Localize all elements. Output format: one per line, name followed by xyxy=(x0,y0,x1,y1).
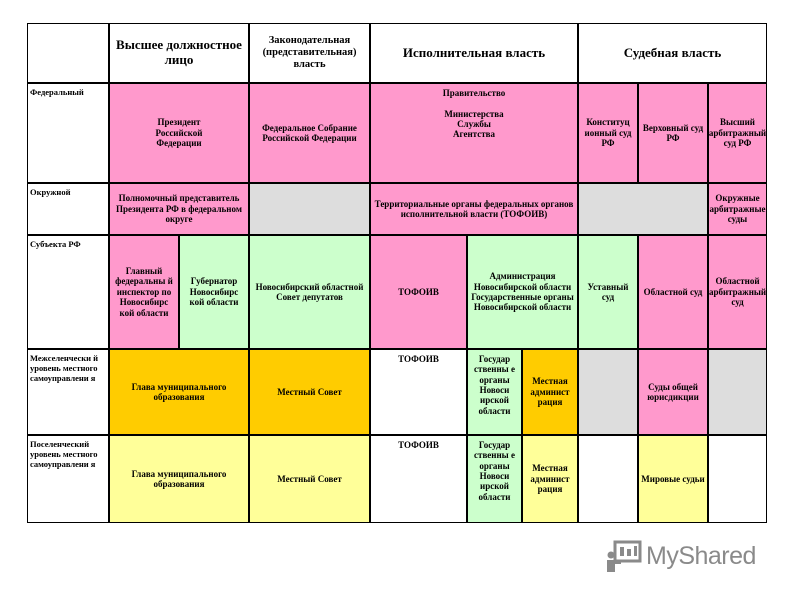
row-label-settlement: Поселенческий уровень местного самоуправ… xyxy=(27,435,109,523)
intersettlement-municipal-head: Глава муниципального образования xyxy=(109,349,249,435)
power-structure-table: Высшее должностное лицо Законодательная … xyxy=(27,23,767,523)
federal-government: Правительство Министерства Службы Агентс… xyxy=(370,83,578,183)
intersettlement-local-administration: Местная админист рация xyxy=(522,349,578,435)
subject-administration: Администрация Новосибирской области Госу… xyxy=(467,235,578,349)
district-tofoiv: Территориальные органы федеральных орган… xyxy=(370,183,578,235)
subject-regional-court: Областной суд xyxy=(638,235,708,349)
header-corner xyxy=(27,23,109,83)
settlement-state-bodies: Государ ственны е органы Новоси ирской о… xyxy=(467,435,522,523)
header-judicial: Судебная власть xyxy=(578,23,767,83)
myshared-logo[interactable]: MyShared xyxy=(606,536,766,576)
header-highest-official: Высшее должностное лицо xyxy=(109,23,249,83)
district-envoy: Полномочный представитель Президента РФ … xyxy=(109,183,249,235)
subject-tofoiv: ТОФОИВ xyxy=(370,235,467,349)
intersettlement-local-council: Местный Совет xyxy=(249,349,370,435)
intersettlement-tofoiv: ТОФОИВ xyxy=(370,349,467,435)
logo-text: MyShared xyxy=(646,541,756,570)
district-arbitration-courts: Окружные арбитражные суды xyxy=(708,183,767,235)
intersettlement-state-bodies: Государ ственны е органы Новоси ирской о… xyxy=(467,349,522,435)
district-courts-empty xyxy=(578,183,708,235)
federal-president: Президент Российской Федерации xyxy=(109,83,249,183)
subject-regional-council: Новосибирский областной Совет депутатов xyxy=(249,235,370,349)
row-label-federal: Федеральный xyxy=(27,83,109,183)
federal-assembly: Федеральное Собрание Российской Федераци… xyxy=(249,83,370,183)
settlement-local-administration: Местная админист рация xyxy=(522,435,578,523)
subject-arbitration-court: Областной арбитражный суд xyxy=(708,235,767,349)
settlement-municipal-head: Глава муниципального образования xyxy=(109,435,249,523)
row-label-district: Окружной xyxy=(27,183,109,235)
federal-arbitration-court: Высший арбитражный суд РФ xyxy=(708,83,767,183)
header-legislative: Законодательная (представительная) власт… xyxy=(249,23,370,83)
settlement-gap-left xyxy=(578,435,638,523)
subject-charter-court: Уставный суд xyxy=(578,235,638,349)
federal-supreme-court: Верховный суд РФ xyxy=(638,83,708,183)
subject-federal-inspector: Главный федеральны й инспектор по Новоси… xyxy=(109,235,179,349)
settlement-magistrates: Мировые судьи xyxy=(638,435,708,523)
district-legislative-empty xyxy=(249,183,370,235)
federal-constitutional-court: Конституц ионный суд РФ xyxy=(578,83,638,183)
intersettlement-gap-left xyxy=(578,349,638,435)
settlement-gap-right xyxy=(708,435,767,523)
header-executive: Исполнительная власть xyxy=(370,23,578,83)
row-label-intersettlement: Межселенчески й уровень местного самоупр… xyxy=(27,349,109,435)
settlement-tofoiv: ТОФОИВ xyxy=(370,435,467,523)
intersettlement-gap-right xyxy=(708,349,767,435)
settlement-local-council: Местный Совет xyxy=(249,435,370,523)
teacher-board-icon xyxy=(607,540,642,572)
subject-governor: Губернатор Новосибирс кой области xyxy=(179,235,249,349)
row-label-subject: Субъекта РФ xyxy=(27,235,109,349)
intersettlement-general-courts: Суды общей юрисдикции xyxy=(638,349,708,435)
